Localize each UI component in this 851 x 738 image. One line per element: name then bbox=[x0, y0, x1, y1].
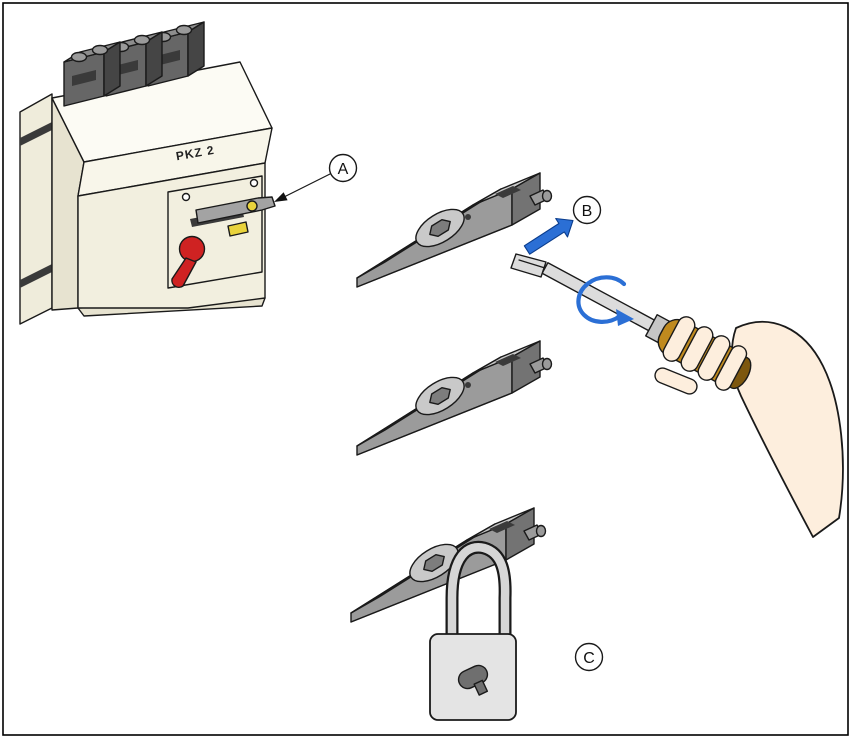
callout-a-arrowhead bbox=[274, 192, 288, 202]
keyhole-tail bbox=[473, 679, 489, 696]
recess-screw-right bbox=[249, 178, 259, 188]
terminal-side bbox=[145, 31, 163, 87]
red-button-tail bbox=[171, 257, 197, 289]
recess-screw-left bbox=[181, 192, 191, 202]
callout-b: B bbox=[572, 195, 602, 225]
screwdriver-tip-ridge bbox=[518, 259, 546, 269]
terminal-block-1 bbox=[63, 41, 121, 107]
terminal-screw bbox=[175, 24, 193, 36]
finger-2 bbox=[680, 326, 714, 372]
callout-b-circle bbox=[572, 195, 602, 225]
terminal-side bbox=[103, 41, 121, 97]
device-model-label: PKZ 2 bbox=[175, 143, 216, 164]
callout-a-letter: A bbox=[338, 161, 349, 178]
yellow-indicator bbox=[246, 200, 258, 212]
rotation-arrowhead bbox=[616, 309, 634, 326]
thumb bbox=[654, 367, 698, 395]
finger-3 bbox=[697, 335, 731, 381]
callout-c: C bbox=[574, 642, 604, 672]
callout-a-circle bbox=[328, 153, 358, 183]
hand-palm-and-arm bbox=[731, 320, 844, 538]
callout-a-leader bbox=[283, 173, 331, 198]
callout-c-letter: C bbox=[583, 650, 595, 667]
keyhole bbox=[457, 664, 489, 696]
terminal-slot bbox=[72, 70, 96, 86]
callout-b-letter: B bbox=[582, 203, 593, 220]
rotation-arrow bbox=[576, 275, 634, 326]
blue-arrow bbox=[523, 217, 574, 255]
finger-4 bbox=[714, 345, 748, 391]
yellow-marker bbox=[227, 221, 249, 237]
red-rotary-button bbox=[178, 235, 206, 263]
flange-notch-top bbox=[20, 122, 52, 146]
terminal-screw bbox=[70, 51, 88, 63]
screwdriver-shaft bbox=[541, 262, 666, 337]
shackle bbox=[447, 543, 510, 642]
finger-1 bbox=[662, 316, 696, 362]
terminal-screw bbox=[133, 34, 151, 46]
callout-a: A bbox=[274, 153, 358, 202]
lock-lever-middle bbox=[356, 340, 553, 456]
push-arrow-b bbox=[523, 217, 574, 255]
circuit-breaker-device: PKZ 2 bbox=[19, 21, 276, 325]
flange-notch-bottom bbox=[20, 264, 52, 288]
rotation-arc bbox=[576, 275, 627, 324]
callout-c-circle bbox=[574, 642, 604, 672]
hand-with-screwdriver bbox=[510, 253, 844, 538]
terminal-side bbox=[187, 21, 205, 77]
screwdriver-tip bbox=[510, 253, 547, 278]
terminal-screw bbox=[91, 44, 109, 56]
padlock bbox=[429, 540, 517, 721]
